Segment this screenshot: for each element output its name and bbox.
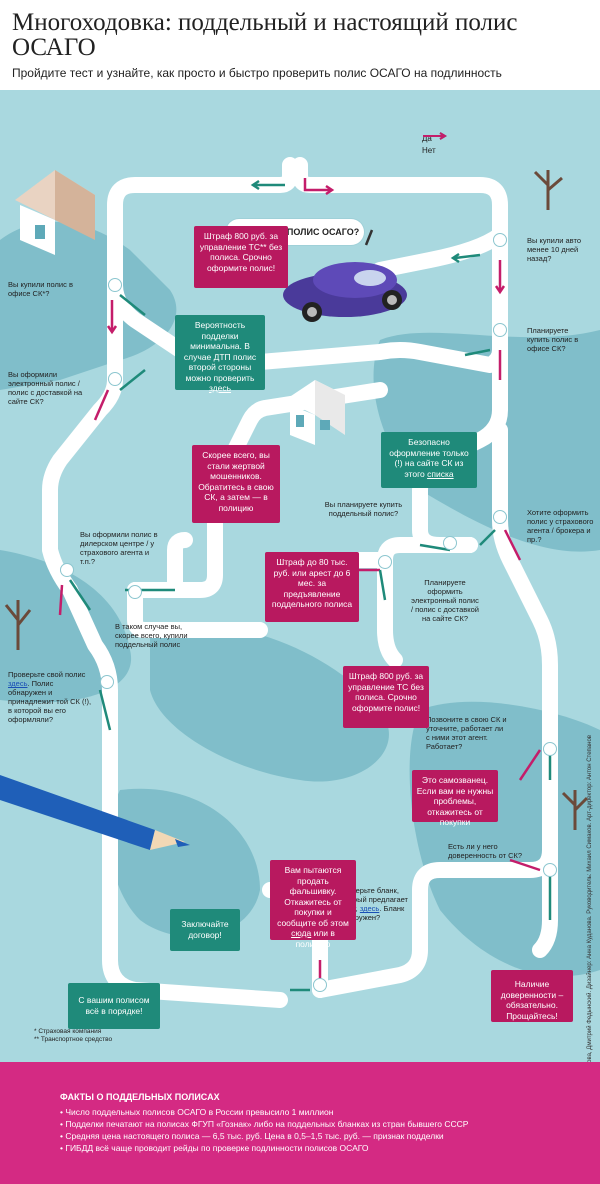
check-policy-link[interactable]: здесь xyxy=(8,679,28,688)
question-bought-office: Вы купили полис в офисе СК*? xyxy=(8,280,73,298)
node-power xyxy=(543,863,557,877)
footnote-1: * Страховая компания xyxy=(34,1028,102,1035)
fake-probably-note: В таком случае вы, скорее всего, купили … xyxy=(115,622,188,649)
impostor-box: Это самозванец. Если вам не нужны пробле… xyxy=(412,770,498,827)
house-icon-1 xyxy=(15,170,95,255)
facts-list: Число поддельных полисов ОСАГО в России … xyxy=(60,1106,468,1154)
car-image xyxy=(283,225,407,322)
safe-site-box: Безопасно оформление только (!) на сайте… xyxy=(381,432,477,488)
map-background xyxy=(0,157,600,1008)
selling-fake-post: или в полицию xyxy=(295,928,335,949)
footnote-2: ** Транспортное средство xyxy=(34,1036,113,1043)
facts-footer: ФАКТЫ О ПОДДЕЛЬНЫХ ПОЛИСАХ Число поддель… xyxy=(0,1062,600,1184)
node-fake-probably xyxy=(128,585,142,599)
safe-site-text: Безопасно оформление только (!) на сайте… xyxy=(389,437,469,479)
question-plan-fake: Вы планируете купить поддельный полис? xyxy=(324,500,403,518)
page-subtitle: Пройдите тест и узнайте, как просто и бы… xyxy=(12,66,502,80)
node-plan-online xyxy=(443,536,457,550)
question-check-pre: Проверьте свой полис xyxy=(8,670,86,679)
node-agent-plan xyxy=(493,510,507,524)
house-icon-2 xyxy=(285,380,345,445)
question-agent-plan: Хотите оформить полис у страхового агент… xyxy=(527,508,594,544)
power-required-box: Наличие доверенности – обязательно. Прощ… xyxy=(491,970,573,1022)
fact-item: Число поддельных полисов ОСАГО в России … xyxy=(60,1106,468,1118)
node-call xyxy=(543,742,557,756)
question-check: Проверьте свой полис здесь. Полис обнару… xyxy=(8,670,93,724)
fact-item: Средняя цена настоящего полиса — 6,5 тыс… xyxy=(60,1130,468,1142)
node-dealer xyxy=(60,563,74,577)
fraud-victim-box: Скорее всего, вы стали жертвой мошеннико… xyxy=(192,445,280,523)
node-check xyxy=(100,675,114,689)
low-probability-box: Вероятность подделки минимальна. В случа… xyxy=(175,315,265,393)
node-plan-office xyxy=(493,323,507,337)
selling-fake-box: Вам пытаются продать фальшивку. Откажите… xyxy=(270,860,356,949)
legend-no-arrow-icon xyxy=(423,132,447,140)
flowchart-map: У ВАС ЕСТЬ ПОЛИС ОСАГО? Да Нет Вы купили… xyxy=(0,90,600,1062)
low-probability-link[interactable]: здесь xyxy=(208,383,232,393)
low-probability-text: Вероятность подделки минимальна. В случа… xyxy=(183,320,257,383)
question-call: Позвоните в свою СК и уточните, работает… xyxy=(426,715,507,751)
fine-80k-box: Штраф до 80 тыс. руб. или арест до 6 мес… xyxy=(265,552,359,622)
node-blank xyxy=(313,978,327,992)
footnotes: * Страховая компания ** Транспортное сре… xyxy=(34,1028,112,1044)
fine-800-box-b: Штраф 800 руб. за управление ТС без поли… xyxy=(343,666,429,728)
conclude-box: Заключайте договор! xyxy=(170,909,240,951)
safe-site-list-link[interactable]: списка xyxy=(427,468,454,479)
question-dealer: Вы оформили полис в дилерском центре / у… xyxy=(80,530,158,566)
question-plan-online: Планируете оформить электронный полис / … xyxy=(411,578,479,623)
selling-fake-link[interactable]: сюда xyxy=(291,928,312,938)
fine-800-box-a: Штраф 800 руб. за управление ТС** без по… xyxy=(194,226,288,288)
question-bought-car: Вы купили авто менее 10 дней назад? xyxy=(527,236,582,263)
page-title: Многоходовка: поддельный и настоящий пол… xyxy=(12,9,518,61)
legend: Да Нет xyxy=(422,132,447,156)
node-bought-office xyxy=(108,278,122,292)
selling-fake-pre: Вам пытаются продать фальшивку. Откажите… xyxy=(277,865,349,928)
check-blank-link[interactable]: здесь xyxy=(359,904,380,913)
question-plan-office: Планируете купить полис в офисе СК? xyxy=(527,326,579,353)
fact-item: Подделки печатают на полисах ФГУП «Гозна… xyxy=(60,1118,468,1130)
fact-item: ГИБДД всё чаще проводит рейды по проверк… xyxy=(60,1142,468,1154)
question-blank-post: . Бланк обнаружен? xyxy=(338,904,405,922)
legend-no-label: Нет xyxy=(422,145,436,155)
node-online xyxy=(108,372,122,386)
question-check-post: . Полис обнаружен и принадлежит той СК (… xyxy=(8,679,92,724)
facts-title: ФАКТЫ О ПОДДЕЛЬНЫХ ПОЛИСАХ xyxy=(60,1092,220,1102)
pencil-image xyxy=(0,775,190,850)
question-online: Вы оформили электронный полис / полис с … xyxy=(8,370,83,406)
all-ok-box: С вашим полисом всё в порядке! xyxy=(68,983,160,1029)
node-bought-car xyxy=(493,233,507,247)
node-plan-fake xyxy=(378,555,392,569)
legend-yes-label: Да xyxy=(422,133,432,143)
question-power: Есть ли у него доверенность от СК? xyxy=(448,842,523,860)
